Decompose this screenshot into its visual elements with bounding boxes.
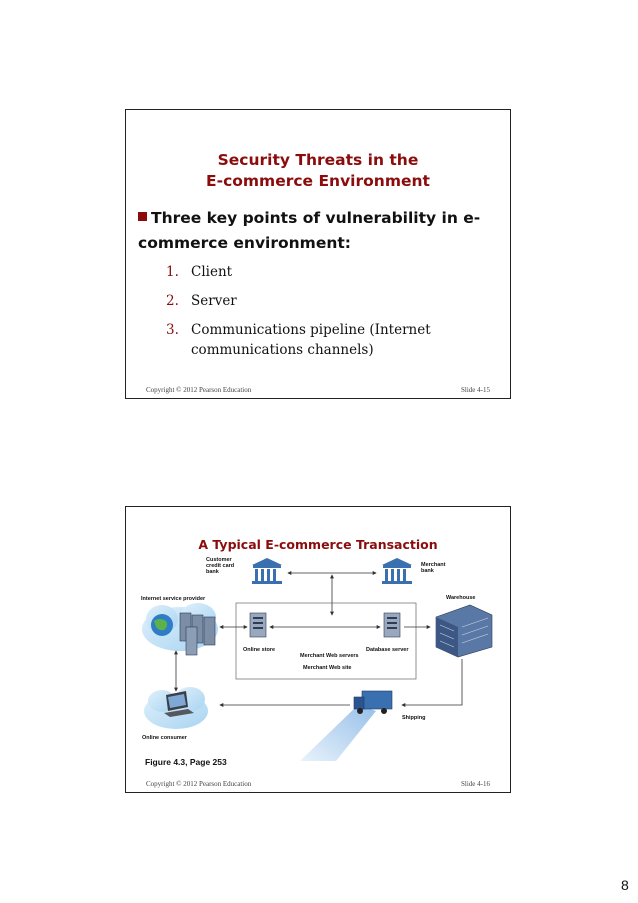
bullet-text: Three key points of vulnerability in e-c… [138,209,481,252]
page-number: 8 [621,877,629,893]
isp-label: Internet service provider [141,596,206,602]
customer-bank-label: Customer [206,557,233,563]
isp-servers-icon [179,612,216,656]
slide-title: Security Threats in the E-commerce Envir… [126,150,510,192]
numbered-list: 1. Client 2. Server 3. Communications pi… [166,262,496,369]
list-text: Client [191,264,233,280]
title-line-2: E-commerce Environment [206,172,430,190]
merchant-bank-icon [382,558,412,584]
online-store-server-icon [249,612,267,638]
slide-15: Security Threats in the E-commerce Envir… [125,109,511,399]
warehouse-label: Warehouse [446,595,475,601]
transaction-diagram: Customer credit card bank Merchant bank … [141,557,493,761]
copyright-text: Copyright © 2012 Pearson Education [146,780,252,788]
online-store-label: Online store [243,647,275,653]
list-item: 2. Server [166,291,496,311]
customer-bank-label: bank [206,569,220,575]
slide-title: A Typical E-commerce Transaction [198,537,438,552]
database-server-icon [383,612,401,638]
delivery-truck-icon [353,690,393,714]
slide-number: Slide 4-15 [461,386,490,394]
copyright-text: Copyright © 2012 Pearson Education [146,386,252,394]
list-number: 1. [166,264,179,280]
online-consumer-label: Online consumer [142,735,188,741]
figure-caption: Figure 4.3, Page 253 [145,757,227,767]
slide-number: Slide 4-16 [461,780,490,788]
customer-bank-icon [252,558,282,584]
headlight-beam [300,705,376,761]
laptop-icon [164,691,194,717]
list-number: 2. [166,293,179,309]
web-servers-label: Merchant Web servers [300,653,359,659]
list-item: 3. Communications pipeline (Internet com… [166,320,496,360]
list-number: 3. [166,322,179,338]
list-text: Server [191,293,237,309]
web-site-label: Merchant Web site [303,665,352,671]
bullet-point: Three key points of vulnerability in e-c… [138,206,498,256]
slide-16: A Typical E-commerce Transaction [125,506,511,793]
warehouse-building-icon [435,604,493,658]
database-server-label: Database server [366,647,409,653]
shipping-label: Shipping [402,715,426,721]
title-line-1: Security Threats in the [217,151,419,169]
square-bullet-icon [138,212,147,221]
merchant-web-site-box [235,602,417,680]
merchant-bank-label: bank [421,568,435,574]
list-text: Communications pipeline (Internet commun… [191,322,431,358]
customer-bank-label: credit card [206,563,234,569]
list-item: 1. Client [166,262,496,282]
merchant-bank-label: Merchant [421,562,446,568]
